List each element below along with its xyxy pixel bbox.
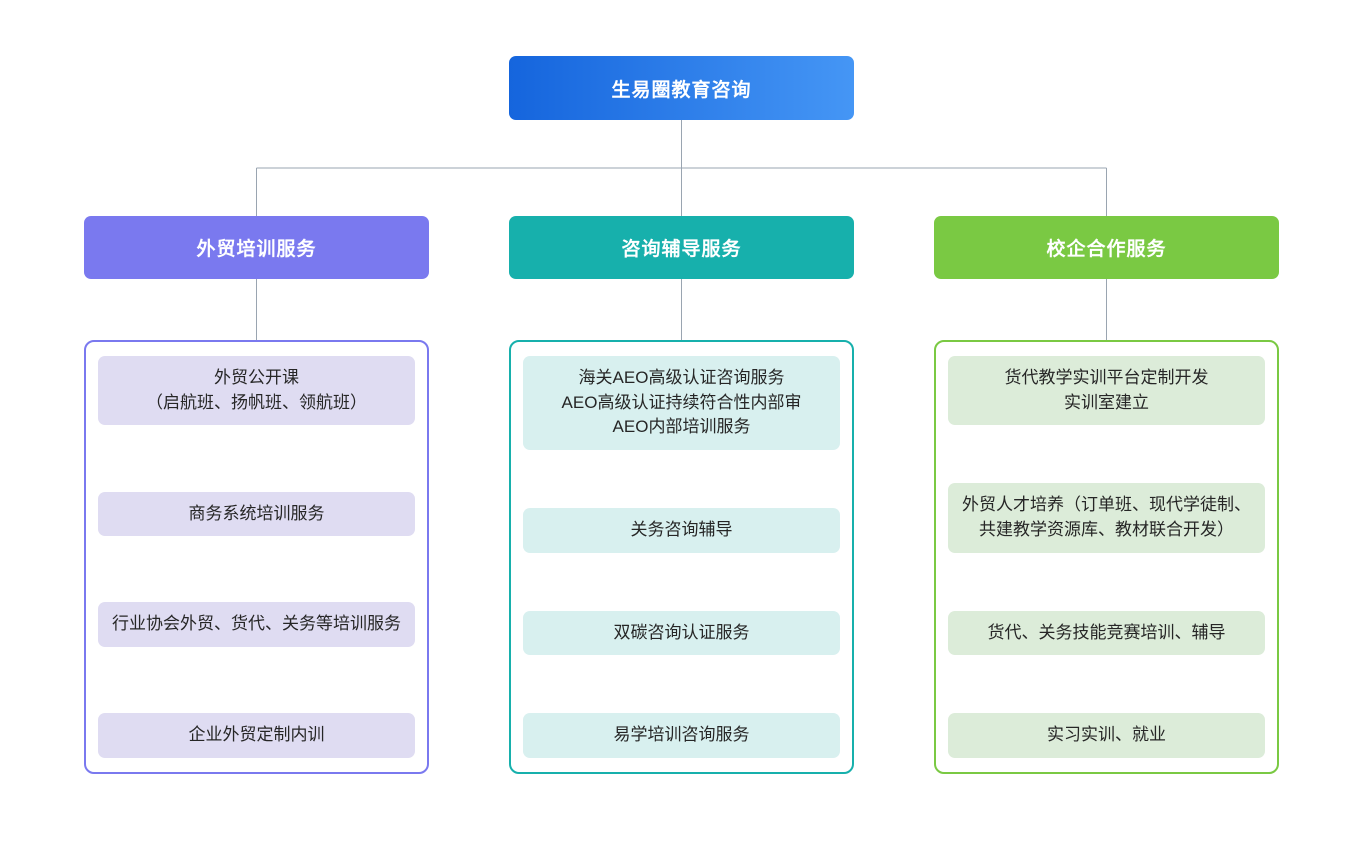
leaf-item[interactable]: 双碳咨询认证服务 <box>523 610 840 656</box>
branch-header-consulting-tutoring[interactable]: 咨询辅导服务 <box>509 216 854 279</box>
leaf-item[interactable]: 关务咨询辅导 <box>523 507 840 553</box>
leaf-item[interactable]: 实习实训、就业 <box>948 713 1265 758</box>
leaf-item[interactable]: 外贸公开课 （启航班、扬帆班、领航班） <box>98 356 415 426</box>
branch-header-school-enterprise-cooperation[interactable]: 校企合作服务 <box>934 216 1279 279</box>
leaf-item[interactable]: 企业外贸定制内训 <box>98 713 415 758</box>
leaf-item[interactable]: 货代教学实训平台定制开发 实训室建立 <box>948 356 1265 426</box>
branch-panel-foreign-trade-training: 外贸公开课 （启航班、扬帆班、领航班） 商务系统培训服务 行业协会外贸、货代、关… <box>84 340 429 774</box>
branch-panel-school-enterprise-cooperation: 货代教学实训平台定制开发 实训室建立 外贸人才培养（订单班、现代学徒制、共建教学… <box>934 340 1279 774</box>
leaf-item[interactable]: 货代、关务技能竞赛培训、辅导 <box>948 610 1265 656</box>
branch-panel-consulting-tutoring: 海关AEO高级认证咨询服务 AEO高级认证持续符合性内部审 AEO内部培训服务 … <box>509 340 854 774</box>
root-node[interactable]: 生易圈教育咨询 <box>509 56 854 120</box>
leaf-item[interactable]: 商务系统培训服务 <box>98 491 415 537</box>
branch-header-foreign-trade-training[interactable]: 外贸培训服务 <box>84 216 429 279</box>
leaf-item[interactable]: 行业协会外贸、货代、关务等培训服务 <box>98 602 415 648</box>
leaf-item[interactable]: 海关AEO高级认证咨询服务 AEO高级认证持续符合性内部审 AEO内部培训服务 <box>523 356 840 450</box>
leaf-item[interactable]: 外贸人才培养（订单班、现代学徒制、共建教学资源库、教材联合开发） <box>948 483 1265 553</box>
leaf-item[interactable]: 易学培训咨询服务 <box>523 713 840 758</box>
